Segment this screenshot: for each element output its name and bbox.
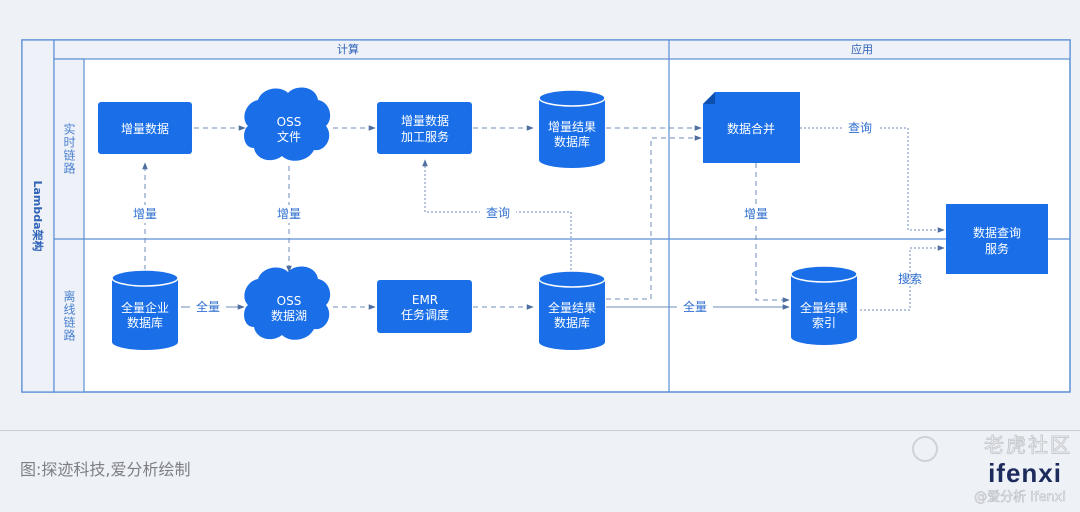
edge-label-full-right: 全量 [683, 299, 707, 314]
edge-label-full-left: 全量 [196, 299, 220, 314]
node-oss-lake[interactable]: OSS 数据湖 [244, 266, 331, 340]
node-full-result-db-label-2: 数据库 [554, 315, 590, 330]
watermark-logo: ifenxi [988, 458, 1062, 488]
node-full-result-db[interactable]: 全量结果 数据库 [538, 270, 606, 350]
node-oss-lake-label-2: 数据湖 [271, 308, 307, 323]
edge-label-query-upper: 查询 [848, 121, 872, 135]
edge-label-incr-left: 增量 [133, 207, 157, 221]
node-full-enterprise-db-label-1: 全量企业 [121, 300, 169, 315]
edges [142, 125, 945, 311]
watermark-logo-icon [912, 436, 938, 462]
figure-caption: 图:探迹科技,爱分析绘制 [20, 460, 191, 479]
node-query-service[interactable]: 数据查询 服务 [946, 204, 1048, 274]
node-incr-result-db-label-2: 数据库 [554, 134, 590, 149]
edge-label-incr-right: 增量 [744, 207, 768, 221]
node-full-result-index-label-2: 索引 [812, 316, 836, 330]
node-incr-process-label-2: 加工服务 [401, 129, 449, 144]
node-emr-label-2: 任务调度 [401, 307, 449, 322]
nodes: 增量数据 OSS 文件 增量数据 加工服务 增量结果 数据库 数据合并 数据查询… [98, 87, 1048, 350]
column-header-compute: 计算 [337, 42, 359, 56]
node-emr[interactable]: EMR 任务调度 [377, 280, 472, 333]
caption-divider [0, 430, 1080, 431]
node-query-service-label-1: 数据查询 [973, 225, 1021, 240]
watermark-line2: @爱分析 ifenxi [974, 490, 1066, 506]
watermark-line1: 老虎社区 [984, 433, 1072, 458]
node-incr-result-db[interactable]: 增量结果 数据库 [538, 89, 606, 168]
node-full-enterprise-db[interactable]: 全量企业 数据库 [111, 269, 179, 350]
node-data-merge[interactable]: 数据合并 [703, 92, 800, 163]
node-full-result-index[interactable]: 全量结果 索引 [790, 265, 858, 345]
node-incr-process[interactable]: 增量数据 加工服务 [377, 102, 472, 154]
edge-fulldb-to-merge [606, 135, 702, 300]
node-full-enterprise-db-label-2: 数据库 [127, 315, 163, 330]
edge-index-search-service [860, 245, 945, 311]
node-query-service-label-2: 服务 [985, 241, 1009, 256]
node-oss-file-label-2: 文件 [277, 129, 301, 144]
node-oss-lake-label-1: OSS [277, 294, 302, 308]
node-incr-data-label: 增量数据 [121, 121, 169, 136]
edge-label-search: 搜索 [898, 271, 922, 286]
node-incr-data[interactable]: 增量数据 [98, 102, 192, 154]
node-emr-label-1: EMR [412, 293, 438, 307]
column-header-app: 应用 [851, 42, 873, 56]
watermark: 老虎社区 ifenxi @爱分析 ifenxi [912, 432, 1072, 508]
lane-label-offline: 离线链路 [62, 289, 76, 342]
edge-fulldb-query-process [422, 159, 572, 270]
node-full-result-db-label-1: 全量结果 [548, 300, 596, 315]
diagram-title: Lambda架构 [31, 180, 45, 251]
edge-label-query-lower: 查询 [486, 206, 510, 220]
node-data-merge-label: 数据合并 [727, 121, 775, 136]
node-full-result-index-label-1: 全量结果 [800, 300, 848, 315]
node-incr-process-label-1: 增量数据 [401, 113, 449, 128]
node-oss-file-label-1: OSS [277, 115, 302, 129]
lane-label-realtime: 实时链路 [62, 123, 76, 175]
node-incr-result-db-label-1: 增量结果 [548, 120, 596, 134]
edge-labels: 增量 增量 增量 查询 查询 全量 全量 搜索 [127, 119, 922, 316]
edge-label-incr-mid: 增量 [277, 207, 301, 221]
node-oss-file[interactable]: OSS 文件 [244, 87, 331, 161]
